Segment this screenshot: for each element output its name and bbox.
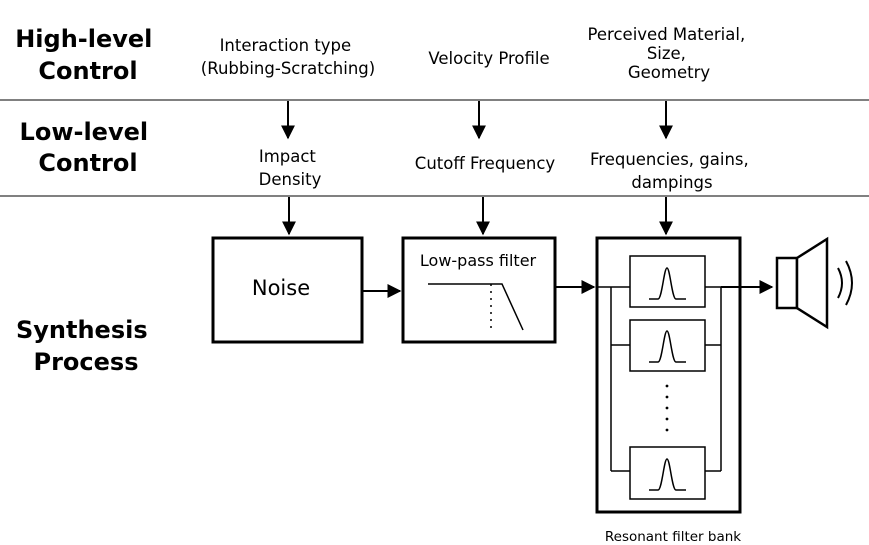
bandpass-ellipsis — [665, 384, 669, 432]
bandpass-peak-icon — [649, 267, 686, 300]
lowpass-filter-block: Low-pass filter — [401, 236, 557, 344]
bandpass-filter-2 — [629, 319, 706, 372]
lowpass-response-icon — [428, 283, 524, 331]
section-label-high-level: High-level Control — [15, 25, 161, 85]
noise-label: Noise — [252, 276, 310, 300]
lowpass-label: Low-pass filter — [420, 251, 537, 270]
param-cutoff-frequency: Cutoff Frequency — [415, 154, 556, 173]
param-resonance: Frequencies, gains, dampings — [590, 150, 754, 192]
param-velocity-profile: Velocity Profile — [428, 49, 549, 68]
param-interaction-type: Interaction type (Rubbing-Scratching) — [201, 36, 375, 78]
bandpass-filter-1 — [629, 255, 706, 308]
bandpass-peak-icon — [649, 458, 686, 491]
speaker-icon — [775, 236, 853, 330]
noise-block: Noise — [211, 236, 364, 344]
resonant-filter-bank — [595, 236, 742, 514]
param-perceived-material: Perceived Material, Size, Geometry — [588, 25, 751, 82]
bandpass-filter-n — [629, 446, 706, 500]
section-label-low-level: Low-level Control — [20, 118, 157, 177]
filter-bank-caption: Resonant filter bank — [605, 529, 741, 545]
section-label-synthesis: Synthesis Process — [16, 316, 156, 376]
bandpass-peak-icon — [649, 330, 686, 363]
param-impact-density: Impact Density — [259, 147, 322, 189]
